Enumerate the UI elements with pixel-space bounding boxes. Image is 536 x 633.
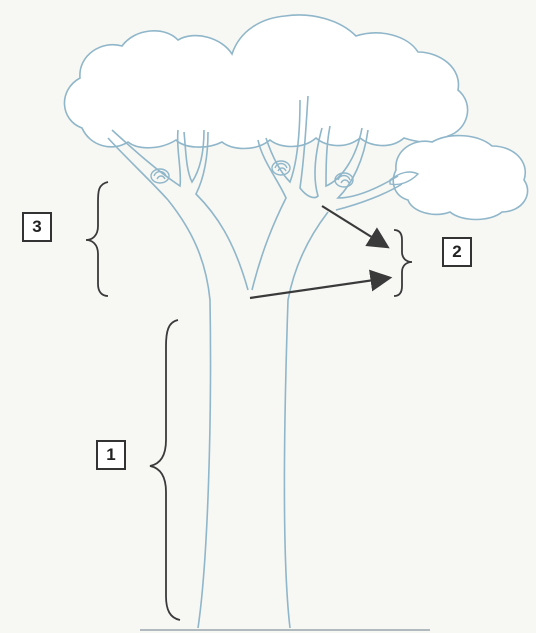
tree-branch-right (251, 95, 403, 291)
label-box-3: 3 (22, 212, 52, 242)
label-box-2: 2 (442, 237, 472, 267)
tree-twig (389, 171, 420, 186)
tree-crown-side (392, 134, 529, 221)
arrow-upper (321, 205, 390, 249)
tree-trunk (167, 199, 329, 629)
bud-center (271, 160, 291, 176)
brace-2 (393, 229, 413, 297)
bud-left (150, 168, 170, 184)
tree-crown (63, 14, 469, 150)
bud-right (334, 172, 354, 188)
tree-branch-left (107, 129, 249, 291)
label-box-1: 1 (96, 440, 126, 470)
brace-1 (149, 319, 181, 621)
arrow-lower (249, 269, 393, 300)
brace-3 (85, 181, 109, 297)
